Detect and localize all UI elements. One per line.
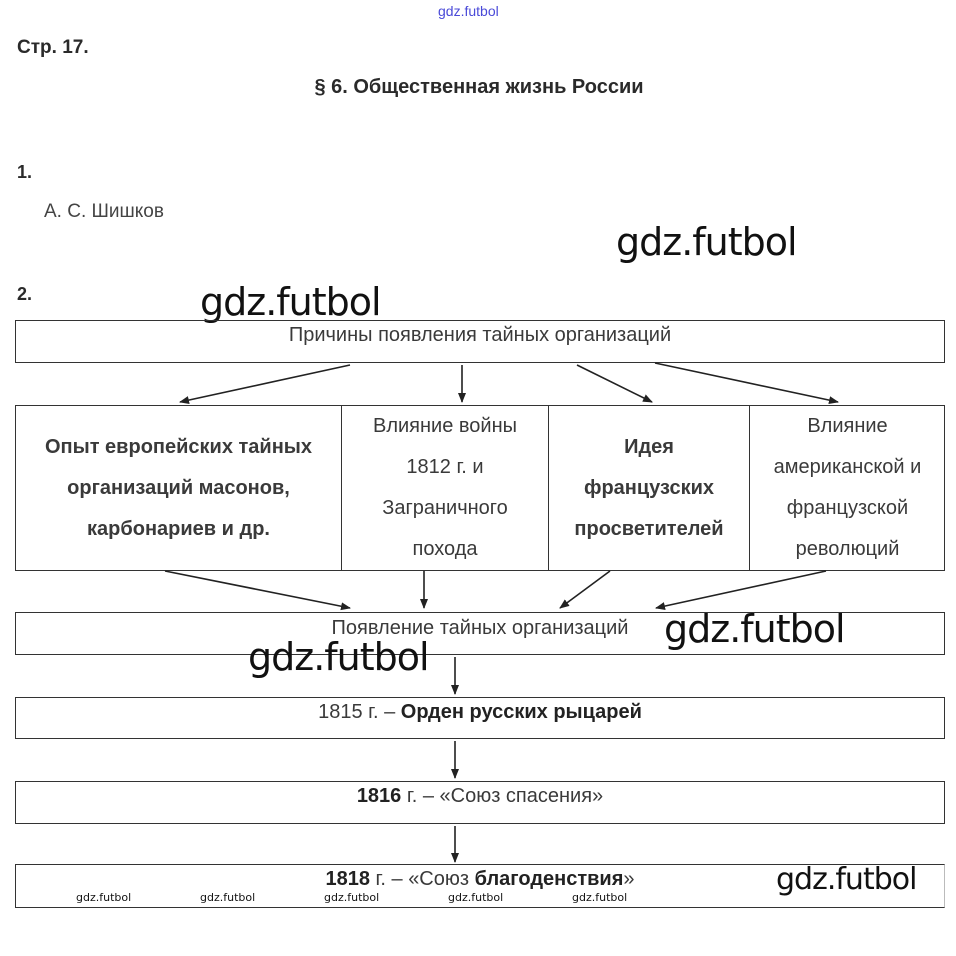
watermark-small: gdz.futbol	[200, 891, 256, 904]
cause-revolutions: Влияние американской и французской револ…	[749, 406, 945, 570]
watermark: gdz.futbol	[664, 607, 846, 651]
cause-text: Опыт европейских тайных организаций масо…	[44, 435, 313, 540]
page-label: Стр. 17.	[17, 37, 89, 58]
org-name: благоденствия	[474, 868, 624, 890]
org-1818-text: 1818 г. – «Союз благоденствия»	[16, 868, 944, 891]
cause-text: Влияние войны 1812 г. и Заграничного пох…	[372, 415, 518, 560]
cause-european-societies: Опыт европейских тайных организаций масо…	[16, 406, 341, 570]
watermark-small: gdz.futbol	[572, 891, 628, 904]
org-text: г. – «Союз	[369, 868, 475, 890]
causes-row: Опыт европейских тайных организаций масо…	[15, 405, 945, 571]
arrow	[654, 362, 839, 405]
watermark: gdz.futbol	[248, 635, 430, 679]
watermark-small: gdz.futbol	[448, 891, 504, 904]
org-1818-box: 1818 г. – «Союз благоденствия»	[15, 864, 945, 908]
arrow	[655, 570, 827, 610]
cause-french-enlightenment: Идея французских просветителей	[548, 406, 749, 570]
task1-answer: А. С. Шишков	[44, 201, 164, 222]
arrow	[164, 570, 351, 611]
org-year: 1815 г. –	[318, 701, 396, 723]
task2-number: 2.	[17, 284, 33, 304]
org-1815-text: 1815 г. – Орден русских рыцарей	[16, 701, 944, 724]
watermark-small: gdz.futbol	[324, 891, 380, 904]
watermark: gdz.futbol	[776, 862, 917, 897]
causes-header-box: Причины появления тайных организаций	[15, 320, 945, 363]
org-name: г. – «Союз спасения»	[401, 785, 604, 807]
org-1816-text: 1816 г. – «Союз спасения»	[16, 785, 944, 808]
org-1815-box: 1815 г. – Орден русских рыцарей	[15, 697, 945, 739]
arrow	[559, 570, 611, 609]
watermark-small: gdz.futbol	[76, 891, 132, 904]
cause-text: Идея французских просветителей	[574, 435, 724, 540]
result-text: Появление тайных организаций	[331, 617, 629, 639]
result-box: Появление тайных организаций	[15, 612, 945, 655]
arrow	[576, 364, 653, 403]
arrow	[179, 364, 351, 404]
task1-number: 1.	[17, 162, 33, 182]
org-1816-box: 1816 г. – «Союз спасения»	[15, 781, 945, 824]
page-title: § 6. Общественная жизнь России	[314, 76, 644, 98]
header-link[interactable]: gdz.futbol	[438, 3, 499, 19]
org-text: »	[623, 868, 635, 890]
watermark: gdz.futbol	[616, 220, 798, 264]
causes-header-text: Причины появления тайных организаций	[288, 324, 672, 346]
watermark: gdz.futbol	[200, 280, 382, 324]
org-name: Орден русских рыцарей	[400, 701, 642, 723]
cause-text: Влияние американской и французской револ…	[773, 415, 922, 560]
cause-war-1812: Влияние войны 1812 г. и Заграничного пох…	[341, 406, 548, 570]
org-year: 1816	[356, 785, 402, 807]
org-year: 1818	[325, 868, 370, 890]
